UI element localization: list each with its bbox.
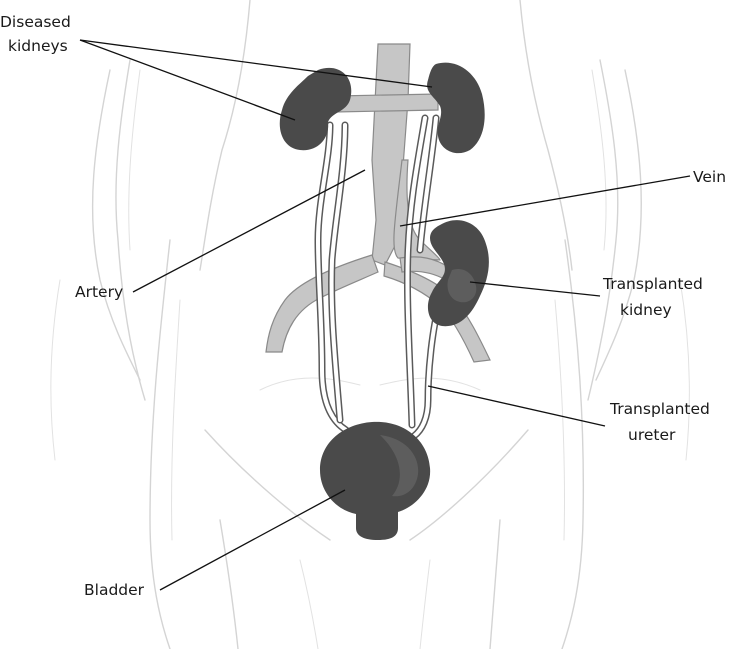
label-artery: Artery bbox=[75, 283, 123, 301]
diseased-kidney-right bbox=[280, 68, 352, 150]
leader-diseased-kidney-1 bbox=[80, 40, 295, 120]
leader-bladder bbox=[160, 490, 345, 590]
label-transplanted-kidney-line1: Transplanted bbox=[602, 275, 703, 293]
leader-vein bbox=[400, 176, 690, 226]
label-transplanted-ureter-line1: Transplanted bbox=[609, 400, 710, 418]
label-vein: Vein bbox=[693, 168, 726, 186]
label-diseased-kidneys-line2: kidneys bbox=[8, 37, 68, 55]
leader-transplanted-kidney bbox=[470, 282, 600, 296]
label-bladder: Bladder bbox=[84, 581, 145, 599]
leader-transplanted-ureter bbox=[428, 386, 605, 426]
label-transplanted-kidney-line2: kidney bbox=[620, 301, 672, 319]
label-diseased-kidneys-line1: Diseased bbox=[0, 13, 71, 31]
label-transplanted-ureter-line2: ureter bbox=[628, 426, 676, 444]
